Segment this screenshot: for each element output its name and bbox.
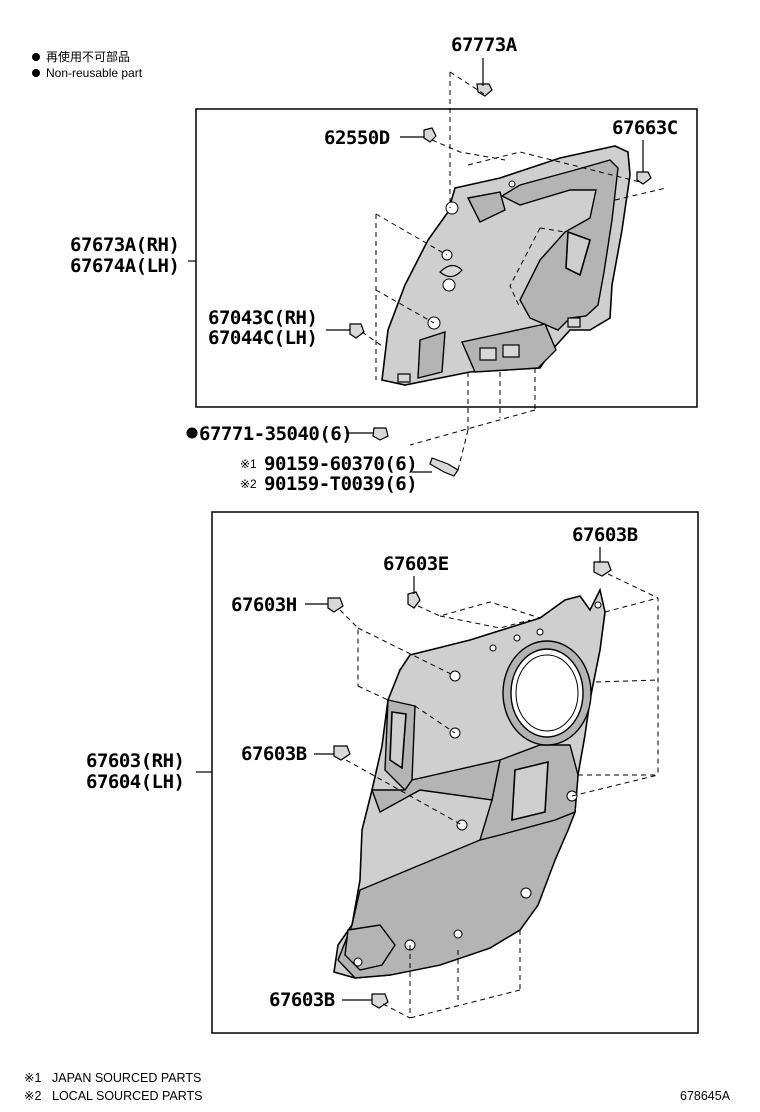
screw-67773A-icon bbox=[476, 83, 493, 97]
lower-dashed-lines bbox=[339, 573, 659, 1019]
label-90159-60370: 90159-60370(6) bbox=[264, 453, 417, 475]
clip-67663C-icon bbox=[636, 171, 652, 185]
lower-labels: 67603B 67603E 67603H 67603(RH) 67604(LH)… bbox=[86, 524, 638, 1011]
illustration-id: 678645A bbox=[680, 1089, 731, 1103]
label-67674A-lh: 67674A(LH) bbox=[70, 255, 179, 277]
upper-group-frame bbox=[195, 108, 698, 408]
label-67604-lh: 67604(LH) bbox=[86, 771, 184, 793]
clip-62550D-icon bbox=[423, 127, 437, 143]
clip-67603B-top-icon bbox=[593, 561, 612, 577]
clip-67603H-icon bbox=[327, 597, 344, 613]
screw-90159-icon bbox=[429, 457, 459, 477]
label-67603B-top: 67603B bbox=[572, 524, 638, 546]
clip-67043C-icon bbox=[349, 323, 365, 339]
label-90159-T0039: 90159-T0039(6) bbox=[264, 473, 417, 495]
label-67663C: 67663C bbox=[612, 117, 678, 139]
legend-en: Non-reusable part bbox=[46, 66, 143, 80]
footer-note2-mark: ※2 bbox=[24, 1089, 41, 1103]
footer-note1-mark: ※1 bbox=[24, 1071, 41, 1085]
label-67603-rh: 67603(RH) bbox=[86, 750, 184, 772]
lower-fasteners bbox=[327, 561, 612, 1009]
footer-note1: JAPAN SOURCED PARTS bbox=[52, 1071, 201, 1085]
non-reusable-bullet-icon bbox=[186, 427, 198, 439]
label-67603H: 67603H bbox=[231, 594, 297, 616]
lower-trim-panel-drawing bbox=[333, 587, 606, 979]
footer: ※1 JAPAN SOURCED PARTS ※2 LOCAL SOURCED … bbox=[24, 1071, 731, 1103]
label-67603E: 67603E bbox=[383, 553, 449, 575]
upper-dashed-lines bbox=[361, 71, 667, 471]
upper-trim-panel-drawing bbox=[381, 145, 631, 386]
label-67603B-mid: 67603B bbox=[241, 743, 307, 765]
nut-67771-icon bbox=[372, 427, 389, 441]
label-67773A: 67773A bbox=[451, 34, 518, 56]
label-67603B-bottom: 67603B bbox=[269, 989, 335, 1011]
label-67044C-lh: 67044C(LH) bbox=[208, 327, 317, 349]
note-mark-2: ※2 bbox=[240, 477, 257, 491]
note-mark-1: ※1 bbox=[240, 457, 257, 471]
non-reusable-bullet-icon bbox=[32, 53, 40, 61]
label-62550D: 62550D bbox=[324, 127, 390, 149]
footer-note2: LOCAL SOURCED PARTS bbox=[52, 1089, 203, 1103]
label-67043C-rh: 67043C(RH) bbox=[208, 307, 317, 329]
clip-67603E-icon bbox=[407, 591, 421, 609]
label-67673A-rh: 67673A(RH) bbox=[70, 234, 179, 256]
non-reusable-bullet-icon bbox=[32, 69, 40, 77]
upper-labels: 67773A 62550D 67663C 67673A(RH) 67674A(L… bbox=[70, 34, 678, 495]
clip-67603B-mid-icon bbox=[333, 745, 351, 761]
label-67771: 67771-35040(6) bbox=[199, 423, 352, 445]
legend-jp: 再使用不可部品 bbox=[46, 49, 130, 64]
legend: 再使用不可部品 Non-reusable part bbox=[32, 49, 143, 80]
